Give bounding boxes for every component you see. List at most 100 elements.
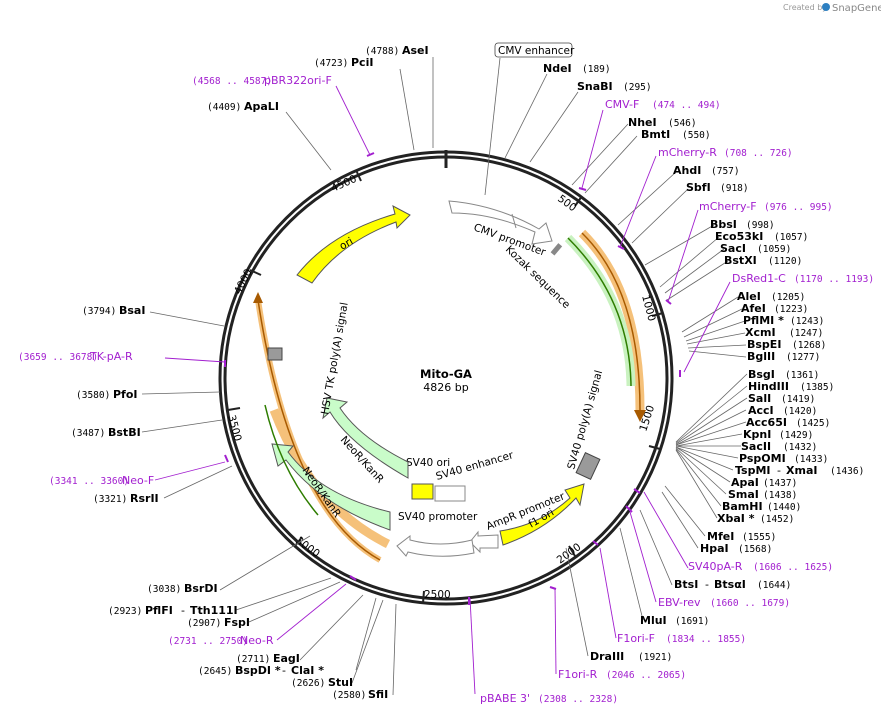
primer-name[interactable]: DsRed1-C xyxy=(732,272,786,285)
enzyme-name[interactable]: NdeI xyxy=(543,62,572,75)
enzyme-pos: (4723) xyxy=(314,58,348,69)
enzyme-name[interactable]: Acc65I xyxy=(746,416,787,429)
enzyme-pos: (1440) xyxy=(767,502,801,513)
enzyme-name[interactable]: MluI xyxy=(640,614,667,627)
primer-name[interactable]: pBR322ori-F xyxy=(264,74,332,87)
enzyme-pos: (1277) xyxy=(786,352,820,363)
svg-text:-: - xyxy=(705,578,709,591)
enzyme-pos: (2711) xyxy=(236,654,270,665)
enzyme-name[interactable]: BmtI xyxy=(641,128,670,141)
enzyme-pos: (2645) xyxy=(198,666,232,677)
enzyme-name[interactable]: AfeI xyxy=(741,302,766,315)
enzyme-name[interactable]: PfoI xyxy=(113,388,138,401)
enzyme-name[interactable]: SalI xyxy=(748,392,771,405)
enzyme-name[interactable]: ApaI xyxy=(731,476,759,489)
enzyme-pos: (2580) xyxy=(332,690,366,701)
primer-name[interactable]: F1ori-R xyxy=(558,668,598,681)
enzyme-name[interactable]: EagI xyxy=(273,652,300,665)
primer-range: (4568 .. 4587) xyxy=(192,76,272,87)
enzyme-name[interactable]: BtsI xyxy=(674,578,698,591)
enzyme-name[interactable]: Tth111I xyxy=(190,604,238,617)
enzyme-name[interactable]: TspMI xyxy=(735,464,771,477)
enzyme-name[interactable]: PciI xyxy=(351,56,373,69)
primer-name[interactable]: CMV-F xyxy=(605,98,639,111)
enzyme-name[interactable]: BamHI xyxy=(722,500,763,513)
primer-name[interactable]: mCherry-F xyxy=(699,200,757,213)
primer-name[interactable]: pBABE 3' xyxy=(480,692,530,705)
enzyme-name[interactable]: Eco53kI xyxy=(715,230,763,243)
enzyme-name[interactable]: PflFI xyxy=(145,604,173,617)
hsv-tk-label: HSV TK poly(A) signal xyxy=(319,301,351,415)
primer-name[interactable]: mCherry-R xyxy=(658,146,717,159)
hsv-tk-block xyxy=(267,347,283,361)
enzyme-name[interactable]: BspDI * xyxy=(235,664,281,677)
primer-name[interactable]: EBV-rev xyxy=(658,596,701,609)
primer-name[interactable]: TK-pA-R xyxy=(89,350,133,363)
enzyme-name[interactable]: DraIII xyxy=(590,650,624,663)
enzyme-name[interactable]: SmaI xyxy=(728,488,759,501)
enzyme-name[interactable]: XmaI xyxy=(786,464,817,477)
enzyme-name[interactable]: FspI xyxy=(224,616,250,629)
enzyme-name[interactable]: BsaI xyxy=(119,304,145,317)
primer-name[interactable]: F1ori-F xyxy=(617,632,655,645)
enzyme-name[interactable]: BglII xyxy=(747,350,775,363)
enzyme-name[interactable]: SacI xyxy=(720,242,746,255)
ori-label: ori xyxy=(338,235,356,252)
enzyme-name[interactable]: AleI xyxy=(737,290,761,303)
enzyme-name[interactable]: AseI xyxy=(402,44,429,57)
enzyme-name[interactable]: SfiI xyxy=(368,688,388,701)
enzyme-name[interactable]: SbfI xyxy=(686,181,711,194)
enzyme-name[interactable]: MfeI xyxy=(707,530,734,543)
enzyme-name[interactable]: AccI xyxy=(748,404,774,417)
snapgene-logo-icon xyxy=(822,3,830,11)
svg-text:-: - xyxy=(777,464,781,477)
primer-name[interactable]: Neo-R xyxy=(240,634,274,647)
primer-range: (1660 .. 1679) xyxy=(710,598,790,609)
tick-label: 500 xyxy=(555,193,578,214)
enzyme-name[interactable]: BstBI xyxy=(108,426,141,439)
enzyme-name[interactable]: HindIII xyxy=(748,380,789,393)
enzyme-name[interactable]: BsrDI xyxy=(184,582,218,595)
enzyme-name[interactable]: AhdI xyxy=(673,164,701,177)
enzyme-pos: (550) xyxy=(682,130,711,141)
enzyme-pos: (1691) xyxy=(675,616,709,627)
green-track-left xyxy=(264,404,319,516)
tick-label: 4500 xyxy=(329,173,358,195)
enzyme-name[interactable]: HpaI xyxy=(700,542,729,555)
cmv-promoter-arrow xyxy=(448,200,553,245)
enzyme-name[interactable]: BtsαI xyxy=(714,578,746,591)
primer-leaders xyxy=(154,85,731,695)
primer-name[interactable]: SV40pA-R xyxy=(688,560,743,573)
enzyme-name[interactable]: BsgI xyxy=(748,368,775,381)
enzyme-pos: (1059) xyxy=(757,244,791,255)
enzyme-name[interactable]: XcmI xyxy=(745,326,776,339)
primer-range: (1170 .. 1193) xyxy=(794,274,874,285)
tick-label: 2500 xyxy=(424,589,451,601)
enzyme-pos: (1268) xyxy=(792,340,826,351)
enzyme-name[interactable]: SnaBI xyxy=(577,80,613,93)
map-name: Mito-GA xyxy=(420,367,472,381)
leader-lines xyxy=(141,57,748,696)
enzyme-name[interactable]: PspOMI xyxy=(739,452,786,465)
enzyme-name[interactable]: NheI xyxy=(628,116,657,129)
enzyme-name[interactable]: BstXI xyxy=(724,254,757,267)
enzyme-name[interactable]: StuI xyxy=(328,676,353,689)
primer-range: (474 .. 494) xyxy=(652,100,721,111)
enzyme-pos: (3487) xyxy=(71,428,105,439)
svg-text:-: - xyxy=(282,664,286,677)
primer-range: (3341 .. 3360) xyxy=(49,476,129,487)
enzyme-name[interactable]: RsrII xyxy=(130,492,159,505)
primer-range: (976 .. 995) xyxy=(764,202,833,213)
enzyme-name[interactable]: KpnI xyxy=(743,428,771,441)
enzyme-name[interactable]: ApaLI xyxy=(244,100,279,113)
enzyme-name[interactable]: XbaI * xyxy=(717,512,755,525)
enzyme-name[interactable]: ClaI * xyxy=(291,664,324,677)
primer-name[interactable]: Neo-F xyxy=(122,474,154,487)
enzyme-name[interactable]: BspEI xyxy=(747,338,781,351)
enzyme-name[interactable]: PflMI * xyxy=(743,314,784,327)
enzyme-pos: (189) xyxy=(582,64,611,75)
enzyme-pos: (4788) xyxy=(365,46,399,57)
enzyme-name[interactable]: BbsI xyxy=(710,218,737,231)
sv40-promoter-label: SV40 promoter xyxy=(398,511,478,523)
enzyme-name[interactable]: SacII xyxy=(741,440,771,453)
